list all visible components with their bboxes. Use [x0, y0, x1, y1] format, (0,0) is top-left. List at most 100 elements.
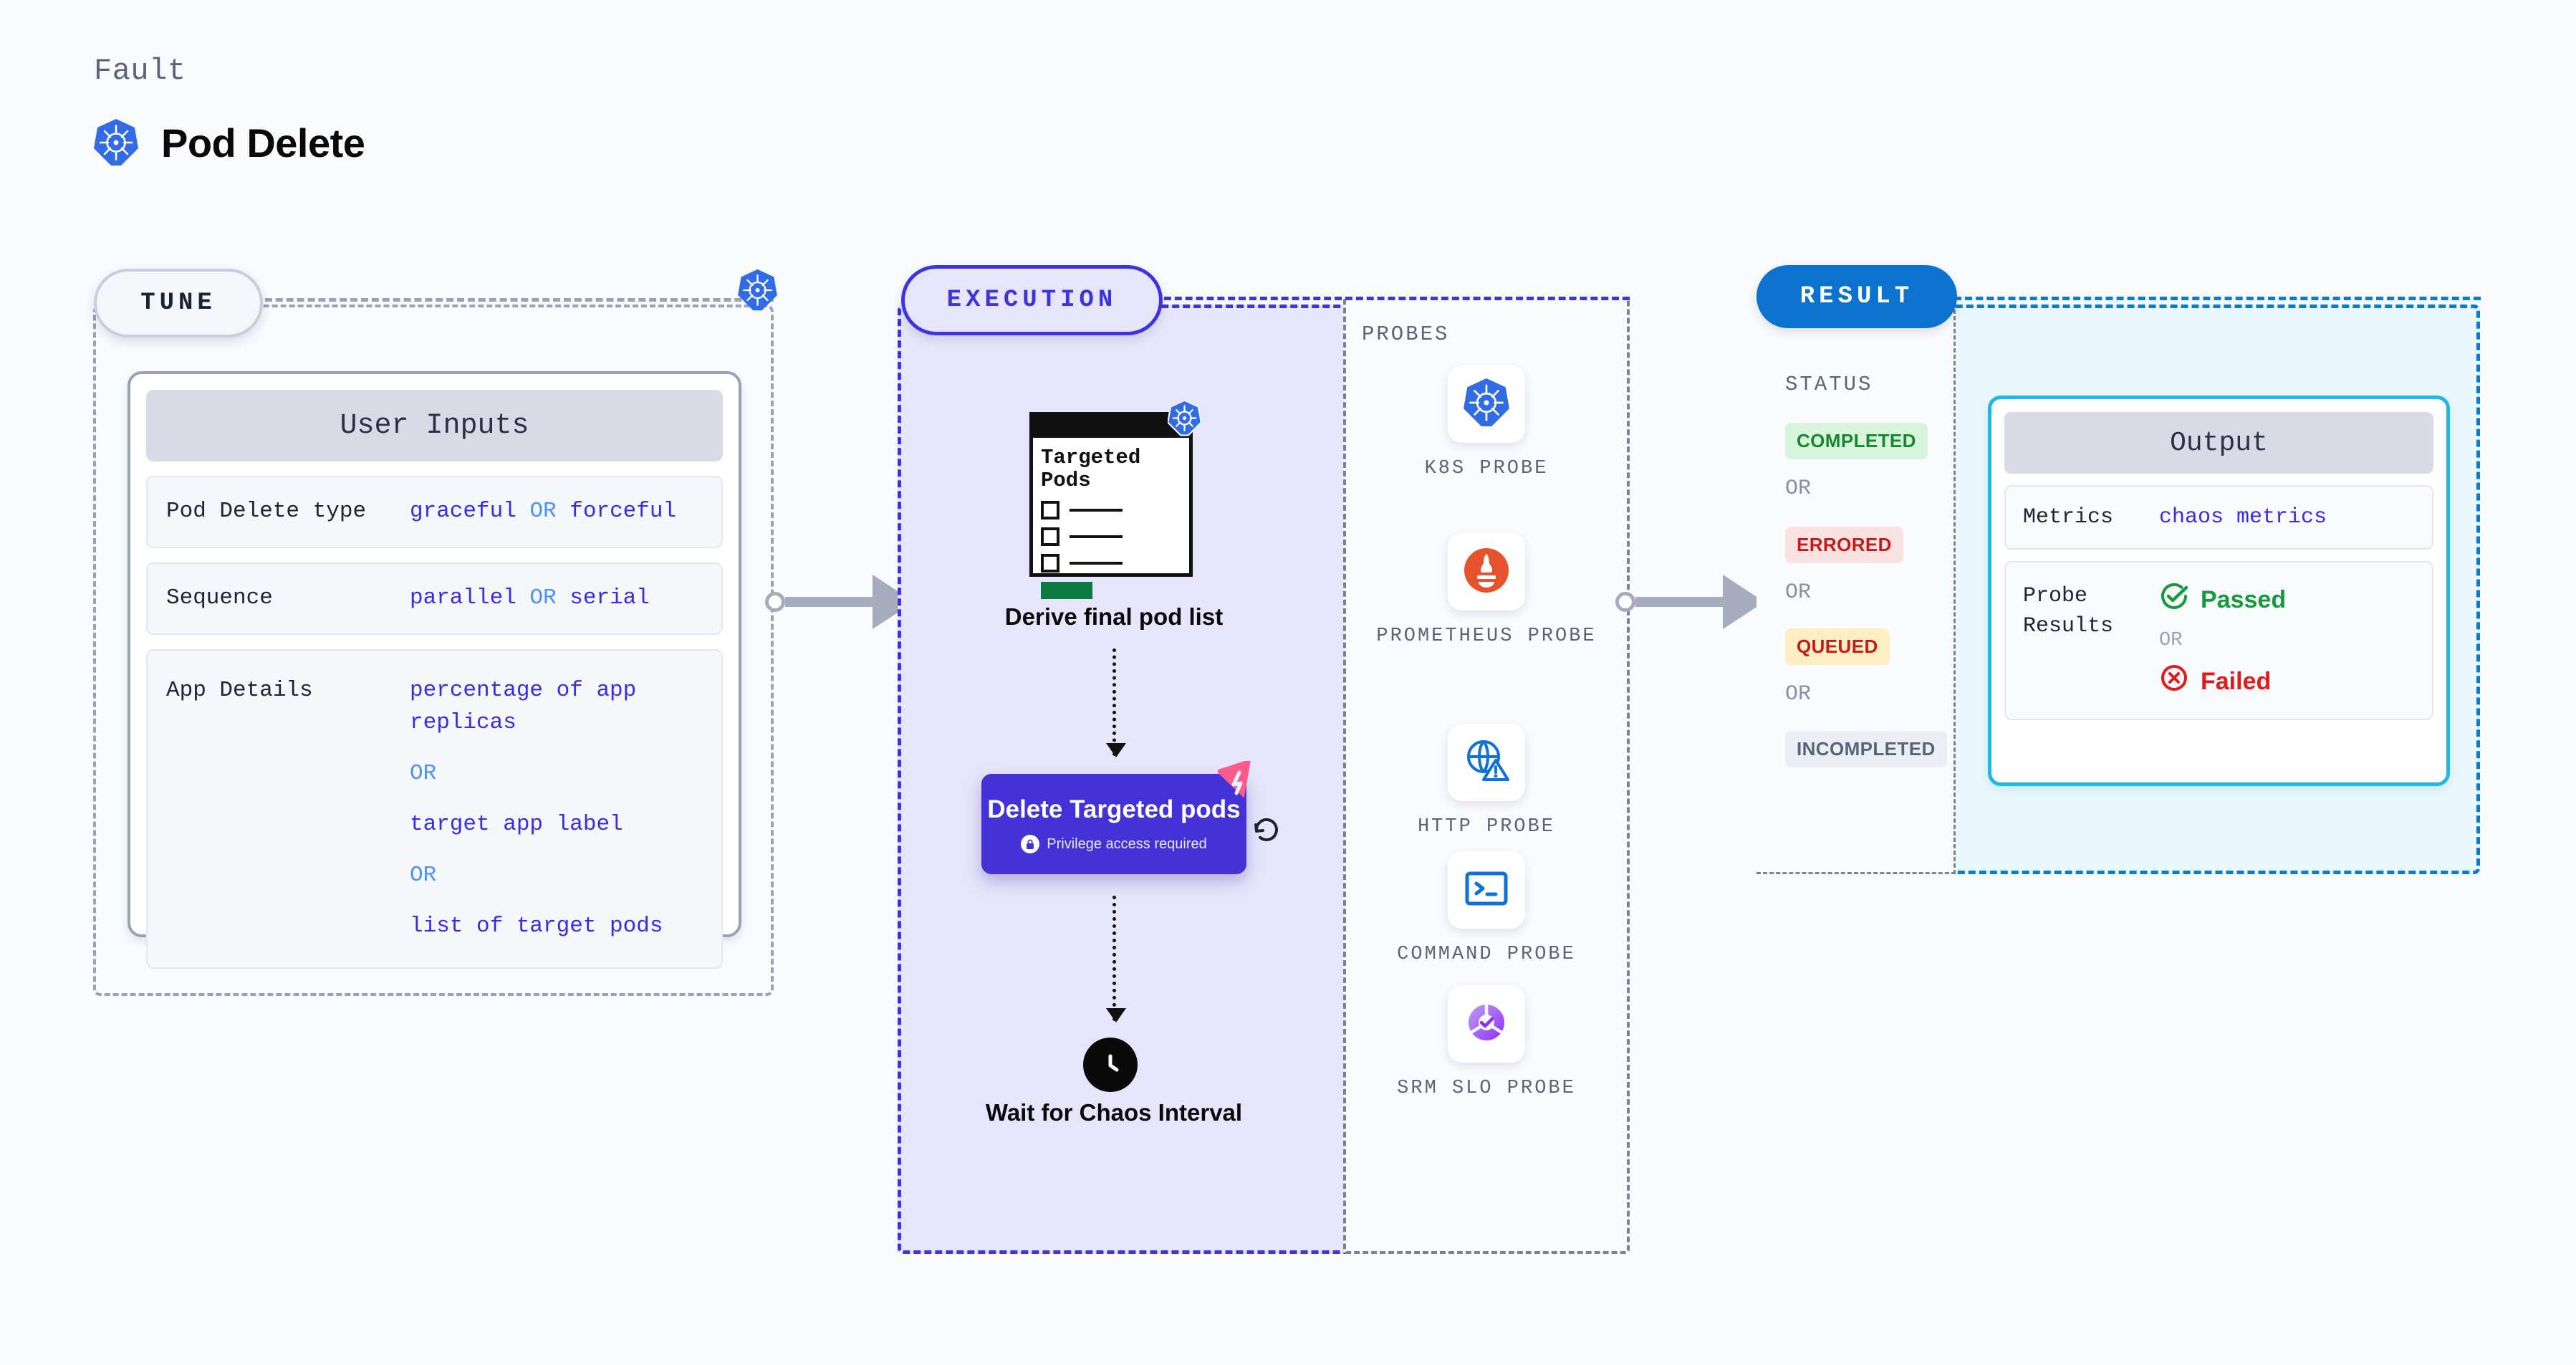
probe-label: K8S PROBE [1424, 458, 1549, 479]
privilege-badge: Privilege access required [1021, 835, 1207, 853]
row-value: chaos metrics [2159, 505, 2327, 530]
status-label: STATUS [1785, 373, 1873, 396]
status-badge-queued: QUEUED [1785, 628, 1890, 665]
status-badge-incompleted: INCOMPLETED [1785, 731, 1947, 767]
kubernetes-icon [94, 118, 138, 167]
tune-stage-pill[interactable]: TUNE [94, 269, 263, 337]
list-item [1041, 500, 1183, 519]
checkbox-icon [1041, 553, 1059, 573]
user-inputs-card: User Inputs Pod Delete type graceful OR … [128, 371, 741, 969]
window-body: Targeted Pods [1041, 446, 1183, 599]
privilege-text: Privilege access required [1047, 835, 1207, 852]
probe-tile [1448, 533, 1525, 610]
probe-item-prometheus[interactable]: PROMETHEUS PROBE [1343, 533, 1630, 649]
delete-targeted-pods-node[interactable]: Delete Targeted pods Privilege access re… [981, 774, 1246, 874]
status-badge-errored: ERRORED [1785, 527, 1903, 563]
harness-fault-icon [1215, 759, 1259, 805]
x-circle-icon [2159, 663, 2189, 700]
row-value: Passed OR Failed [2159, 581, 2286, 700]
retry-icon[interactable] [1250, 813, 1283, 850]
row-value: percentage of app replicas OR target app… [410, 675, 703, 943]
probe-result-failed: Failed [2159, 663, 2286, 700]
prometheus-icon [1463, 547, 1510, 598]
clock-icon [1083, 1038, 1138, 1092]
value-option: percentage of app replicas [410, 677, 637, 735]
status-separator: OR [1785, 682, 1812, 707]
lock-icon [1021, 835, 1040, 853]
connector-dot [765, 592, 785, 612]
probe-tile [1448, 851, 1525, 929]
value-separator: OR [410, 760, 437, 786]
probe-result-passed: Passed [2159, 581, 2286, 618]
value-option: target app label [410, 811, 623, 837]
probe-result-separator: OR [2159, 630, 2183, 651]
status-sub-box [1756, 297, 1956, 874]
probe-item-http[interactable]: HTTP PROBE [1343, 724, 1630, 840]
connector-execution-to-result [1615, 575, 1774, 629]
user-inputs-title: User Inputs [146, 390, 723, 461]
connector-dot [1615, 592, 1635, 612]
row-key: Metrics [2023, 505, 2114, 530]
checkbox-icon [1041, 527, 1059, 546]
http-globe-warning-icon [1463, 738, 1510, 787]
value-separator: OR [529, 585, 557, 610]
terminal-icon [1464, 869, 1509, 911]
fault-title-row: Pod Delete [94, 118, 365, 167]
table-row: Pod Delete type graceful OR forceful [146, 476, 723, 548]
window-titlebar [1029, 412, 1193, 438]
kubernetes-icon [738, 269, 777, 312]
connector-line [785, 597, 874, 607]
connector-line [1635, 597, 1724, 607]
targeted-pods-title: Targeted Pods [1041, 446, 1141, 493]
list-item [1041, 527, 1183, 546]
probe-item-command[interactable]: COMMAND PROBE [1343, 851, 1630, 967]
targeted-pods-card: Targeted Pods [1029, 412, 1193, 599]
value-option: graceful [410, 499, 516, 524]
value-separator: OR [529, 499, 557, 524]
value-option: serial [569, 585, 650, 610]
arrow-head-icon [1106, 1008, 1126, 1022]
checkbox-icon [1041, 500, 1059, 519]
row-key: Pod Delete type [166, 499, 367, 524]
status-separator: OR [1785, 580, 1812, 605]
status-separator: OR [1785, 476, 1812, 501]
wait-chaos-interval-caption: Wait for Chaos Interval [985, 1099, 1243, 1126]
probe-label: HTTP PROBE [1417, 816, 1556, 838]
list-item [1041, 553, 1183, 573]
fault-label: Fault [94, 54, 186, 88]
placeholder-line [1070, 535, 1123, 538]
placeholder-line [1070, 561, 1123, 565]
kubernetes-icon [1168, 400, 1201, 436]
failed-label: Failed [2201, 667, 2272, 695]
table-row: Metrics chaos metrics [2004, 485, 2433, 550]
row-value: graceful OR forceful [410, 496, 676, 528]
result-top-dashed-line [1954, 297, 2481, 300]
page-title: Pod Delete [161, 120, 365, 166]
srm-slo-donut-check-icon [1464, 1000, 1509, 1048]
result-stage-pill[interactable]: RESULT [1756, 265, 1957, 328]
execution-top-dashed-line [1153, 297, 1630, 300]
delete-node-label: Delete Targeted pods [987, 795, 1241, 823]
probe-tile [1448, 365, 1525, 443]
arrow-head-icon [1106, 743, 1126, 757]
row-value: parallel OR serial [410, 583, 650, 615]
row-key: Sequence [166, 585, 273, 610]
derive-pod-list-caption: Derive final pod list [1004, 603, 1224, 630]
execution-stage-pill[interactable]: EXECUTION [901, 265, 1163, 335]
probe-label: SRM SLO PROBE [1397, 1078, 1576, 1099]
probe-item-k8s[interactable]: K8S PROBE [1343, 365, 1630, 482]
status-bar-green [1041, 581, 1092, 599]
flow-arrow-1 [1106, 648, 1126, 757]
probes-label: PROBES [1362, 322, 1450, 346]
probe-label: COMMAND PROBE [1397, 944, 1576, 965]
probe-item-srm-slo[interactable]: SRM SLO PROBE [1343, 985, 1630, 1101]
probe-label: PROMETHEUS PROBE [1376, 626, 1597, 647]
probe-tile [1448, 724, 1525, 801]
value-separator: OR [410, 862, 437, 888]
passed-label: Passed [2201, 585, 2287, 613]
check-circle-icon [2159, 581, 2189, 618]
value-option: parallel [410, 585, 516, 610]
placeholder-line [1070, 508, 1123, 512]
